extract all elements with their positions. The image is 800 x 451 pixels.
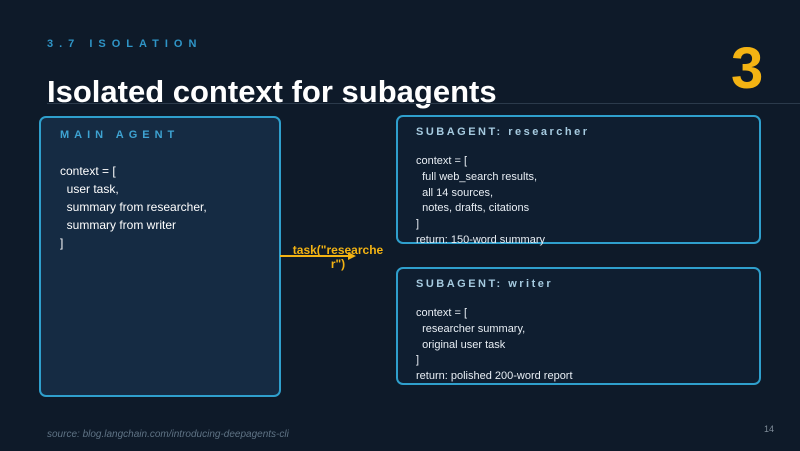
slide-badge-number: 3 <box>731 36 764 101</box>
subagent-writer-context: context = [ researcher summary, original… <box>416 307 573 383</box>
title-divider <box>47 103 800 104</box>
main-agent-box: MAIN AGENT context = [ user task, summar… <box>39 116 281 397</box>
task-arrow <box>280 252 356 260</box>
slide-title: Isolated context for subagents <box>47 74 497 109</box>
subagent-writer-header: SUBAGENT: writer <box>416 278 554 290</box>
page-number: 14 <box>764 424 775 434</box>
subagent-researcher-context: context = [ full web_search results, all… <box>416 155 545 246</box>
main-agent-context: context = [ user task, summary from rese… <box>60 164 207 250</box>
subagent-researcher-box: SUBAGENT: researcher context = [ full we… <box>396 115 761 246</box>
main-agent-header: MAIN AGENT <box>60 129 180 141</box>
subagent-researcher-header: SUBAGENT: researcher <box>416 126 590 138</box>
subagent-writer-box: SUBAGENT: writer context = [ researcher … <box>396 267 761 385</box>
section-label: 3.7 ISOLATION <box>47 38 203 50</box>
task-arrow-head <box>348 252 356 260</box>
source-citation: source: blog.langchain.com/introducing-d… <box>47 429 289 440</box>
task-call-label: task("researcher") <box>292 243 384 271</box>
